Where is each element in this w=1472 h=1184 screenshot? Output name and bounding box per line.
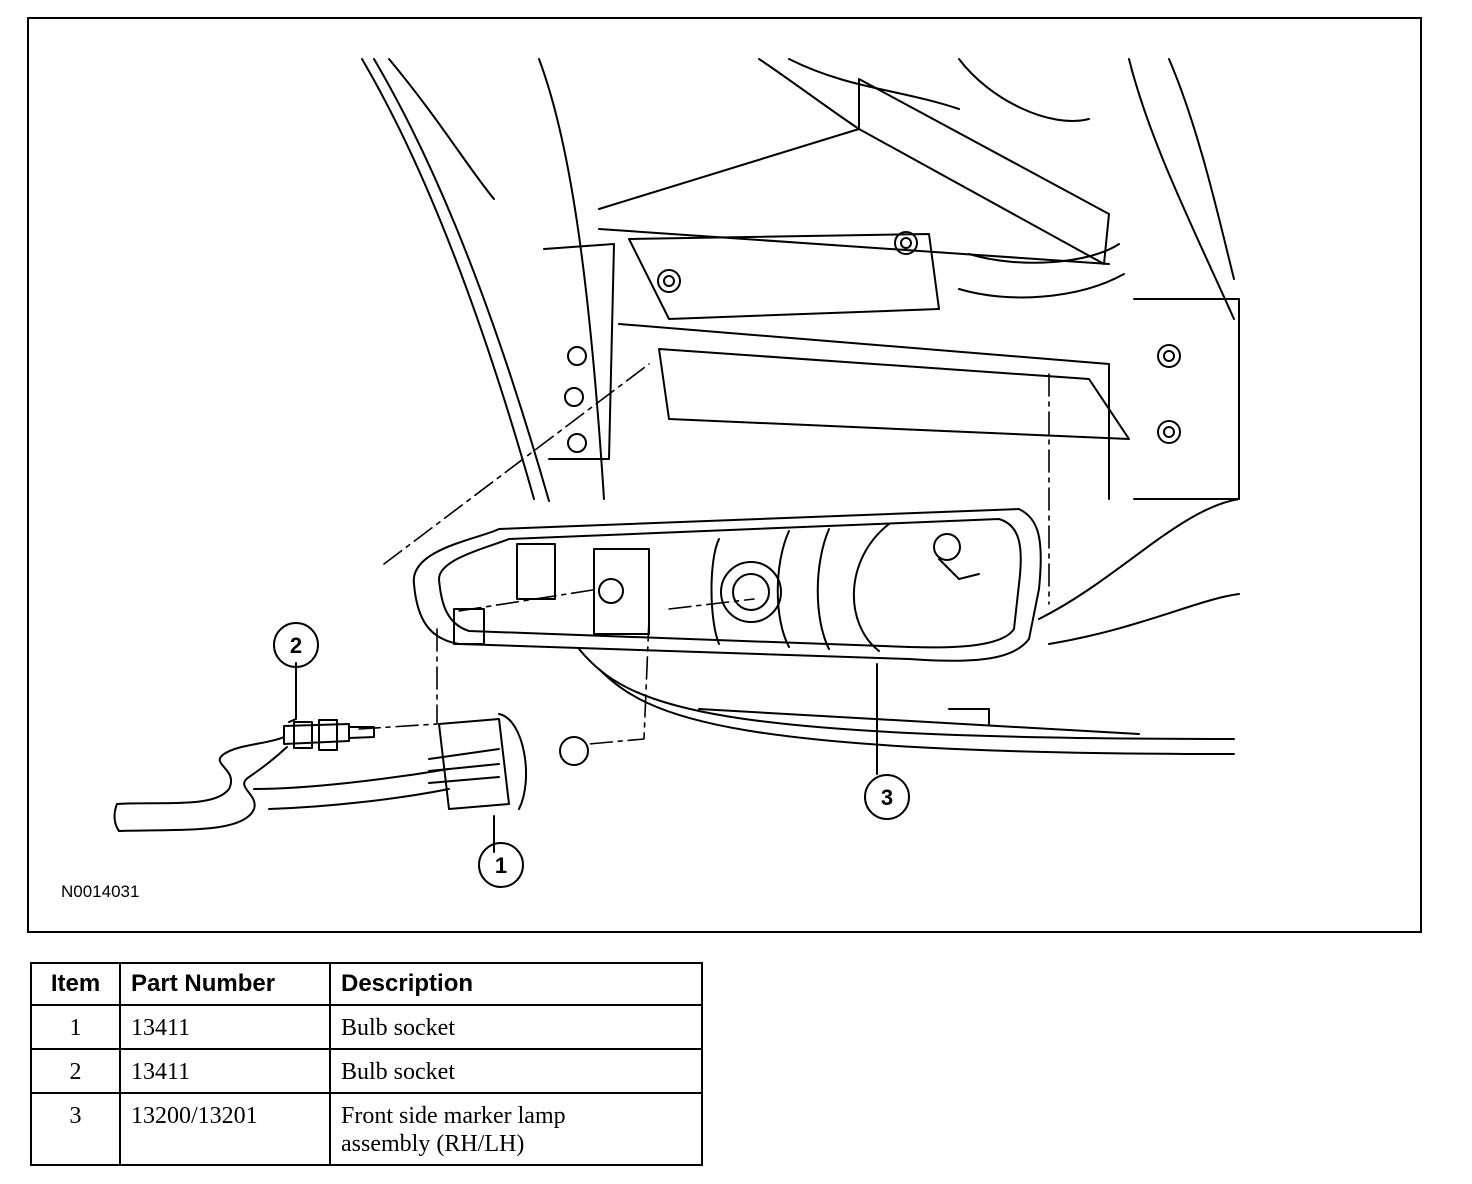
description-line: Bulb socket [341,1059,455,1085]
fender-outline [361,58,605,502]
callout-labels: 2 1 3 [290,633,893,878]
item-cell: 3 [30,1092,121,1166]
header-item: Item [30,962,121,1006]
bulb-socket-1 [428,713,589,810]
item-cell: 1 [30,1004,121,1050]
lamp-installation-illustration: 2 1 3 [113,58,1240,888]
description-cell: Front side marker lamp assembly (RH/LH) [329,1092,703,1166]
callout-3: 3 [881,785,893,810]
header-description: Description [329,962,703,1006]
description-line: assembly (RH/LH) [341,1131,525,1157]
description-line: Bulb socket [341,1015,455,1041]
table-row: 3 13200/13201 Front side marker lamp ass… [30,1092,703,1166]
description-line: Front side marker lamp [341,1103,566,1129]
bumper-panel [543,243,1240,645]
marker-lamp-assembly [412,508,1042,662]
wiring-harness [113,736,450,832]
callout-1: 1 [495,853,507,878]
installation-lines [358,363,1050,745]
callout-2: 2 [290,633,302,658]
part-number-cell: 13200/13201 [119,1092,331,1166]
lower-valance [578,648,1235,755]
part-number-cell: 13411 [119,1004,331,1050]
figure-id: N0014031 [61,882,140,901]
parts-table: Item Part Number Description 1 13411 Bul… [30,962,703,1166]
frame-rail [598,58,1235,320]
header-part-number: Part Number [119,962,331,1006]
description-cell: Bulb socket [329,1004,703,1050]
figure-frame: 2 1 3 N0014031 [27,17,1422,933]
callout-leaders [288,662,878,853]
description-cell: Bulb socket [329,1048,703,1094]
item-cell: 2 [30,1048,121,1094]
part-number-cell: 13411 [119,1048,331,1094]
table-row: 2 13411 Bulb socket [30,1048,703,1094]
table-header-row: Item Part Number Description [30,962,703,1006]
bulb-socket-2 [283,719,375,751]
callout-circles [273,622,910,888]
table-row: 1 13411 Bulb socket [30,1004,703,1050]
